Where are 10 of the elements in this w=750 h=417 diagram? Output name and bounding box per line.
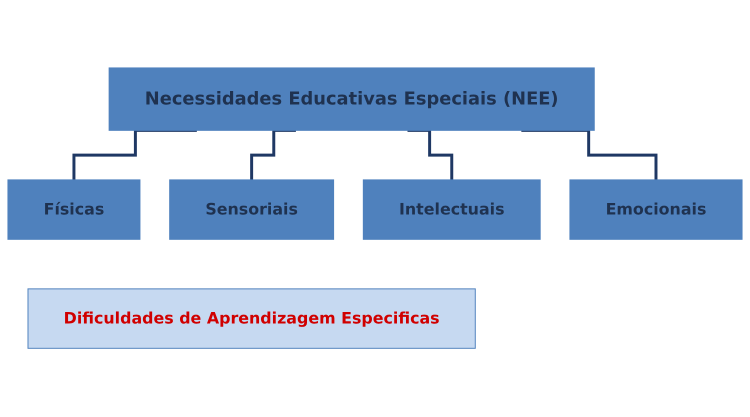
node-box: Físicas — [7, 180, 140, 240]
connector — [407, 129, 454, 182]
node-box: Intelectuais — [362, 180, 541, 240]
connector — [521, 129, 658, 182]
connector — [250, 129, 296, 182]
node-box: Sensoriais — [169, 180, 334, 240]
connector — [72, 129, 197, 182]
node-box: Dificuldades de Aprendizagem Especificas — [28, 288, 476, 350]
node-box: Emocionais — [569, 180, 743, 240]
node-box: Necessidades Educativas Especiais (NEE) — [108, 68, 595, 132]
